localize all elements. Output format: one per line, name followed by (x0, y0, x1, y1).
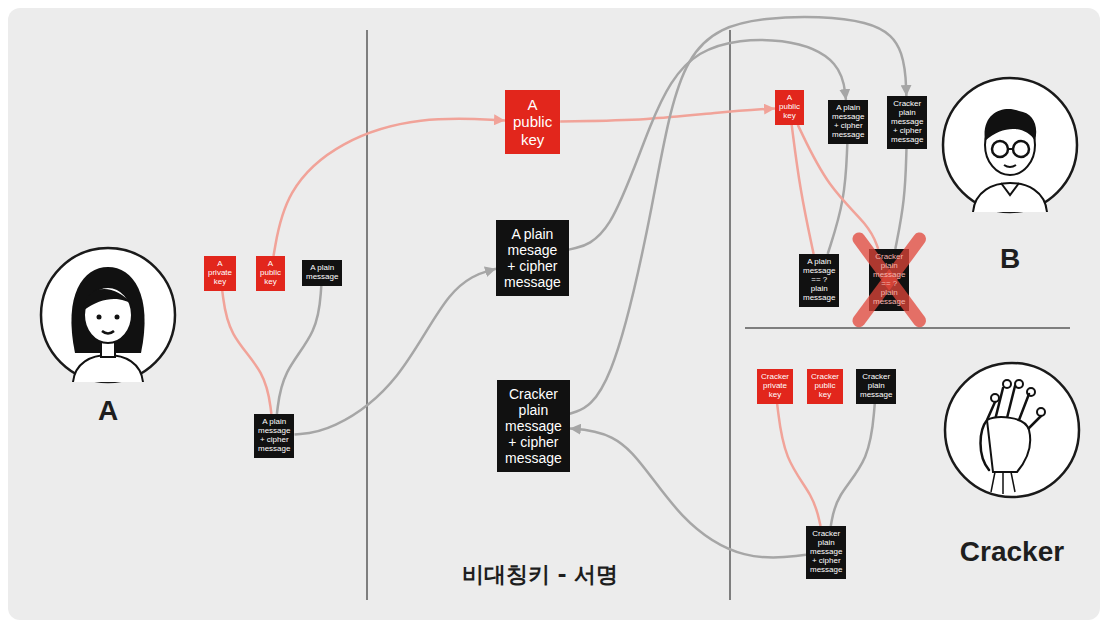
key-box: A public key (256, 256, 285, 291)
person-label: Cracker (937, 536, 1087, 568)
person-avatar: Cracker (937, 360, 1087, 568)
divider (366, 30, 368, 600)
message-box: A plain message + cipher message (254, 414, 294, 458)
connector (831, 404, 875, 526)
box-text: Cracker private key (761, 373, 789, 400)
panel (8, 8, 1100, 620)
box-text: Cracker plain message == ? plain message (873, 253, 905, 307)
person-avatar: B (935, 75, 1085, 275)
box-text: A plain message == ? plain message (803, 258, 835, 303)
caption: 비대칭키 - 서명 (462, 560, 618, 590)
box-text: A public key (513, 96, 552, 148)
message-box: Cracker plain message (856, 369, 896, 404)
message-box: A plain message == ? plain message (799, 254, 839, 307)
key-box: Cracker private key (757, 369, 793, 404)
box-text: A plain message (306, 264, 338, 282)
box-text: Cracker plain message + cipher message (891, 100, 923, 145)
avatar-figure (935, 75, 1085, 215)
connector (792, 125, 814, 254)
connector (273, 119, 505, 256)
message-box: Cracker plain message == ? plain message (869, 249, 909, 311)
box-text: Cracker plain message (860, 373, 892, 400)
message-box: A plain message (302, 260, 342, 286)
connector (222, 291, 271, 414)
box-text: A plain message + cipher message (258, 418, 290, 454)
box-text: A plain mesage + cipher message (504, 226, 561, 290)
person-avatar: A (33, 245, 183, 427)
divider (729, 30, 731, 600)
avatar-figure (937, 360, 1087, 500)
key-box: A private key (204, 256, 236, 291)
box-text: A private key (208, 260, 232, 287)
person-label: A (33, 395, 183, 427)
connector (294, 269, 496, 435)
message-box: Cracker plain message + cipher message (497, 380, 570, 472)
avatar-figure (33, 245, 183, 385)
connector (777, 404, 820, 526)
connector (569, 40, 846, 250)
connector (560, 108, 775, 121)
box-text: Cracker plain message + cipher message (505, 386, 562, 466)
message-box: Cracker plain message + cipher message (887, 96, 927, 149)
connector (895, 149, 906, 249)
box-text: Cracker plain message + cipher message (810, 530, 842, 575)
connector (828, 144, 848, 254)
box-text: A public key (260, 260, 281, 287)
key-box: A public key (505, 90, 560, 154)
key-box: Cracker public key (807, 369, 843, 404)
box-text: A public key (779, 94, 800, 121)
box-text: Cracker public key (811, 373, 839, 400)
connector (570, 429, 806, 558)
message-box: Cracker plain message + cipher message (806, 526, 846, 579)
box-text: A plain message + cipher message (832, 104, 864, 140)
divider (745, 327, 1070, 329)
message-box: A plain mesage + cipher message (496, 220, 569, 296)
connector (277, 286, 321, 414)
connector (570, 17, 907, 414)
key-box: A public key (775, 90, 804, 125)
person-label: B (935, 243, 1085, 275)
message-box: A plain message + cipher message (828, 100, 868, 144)
